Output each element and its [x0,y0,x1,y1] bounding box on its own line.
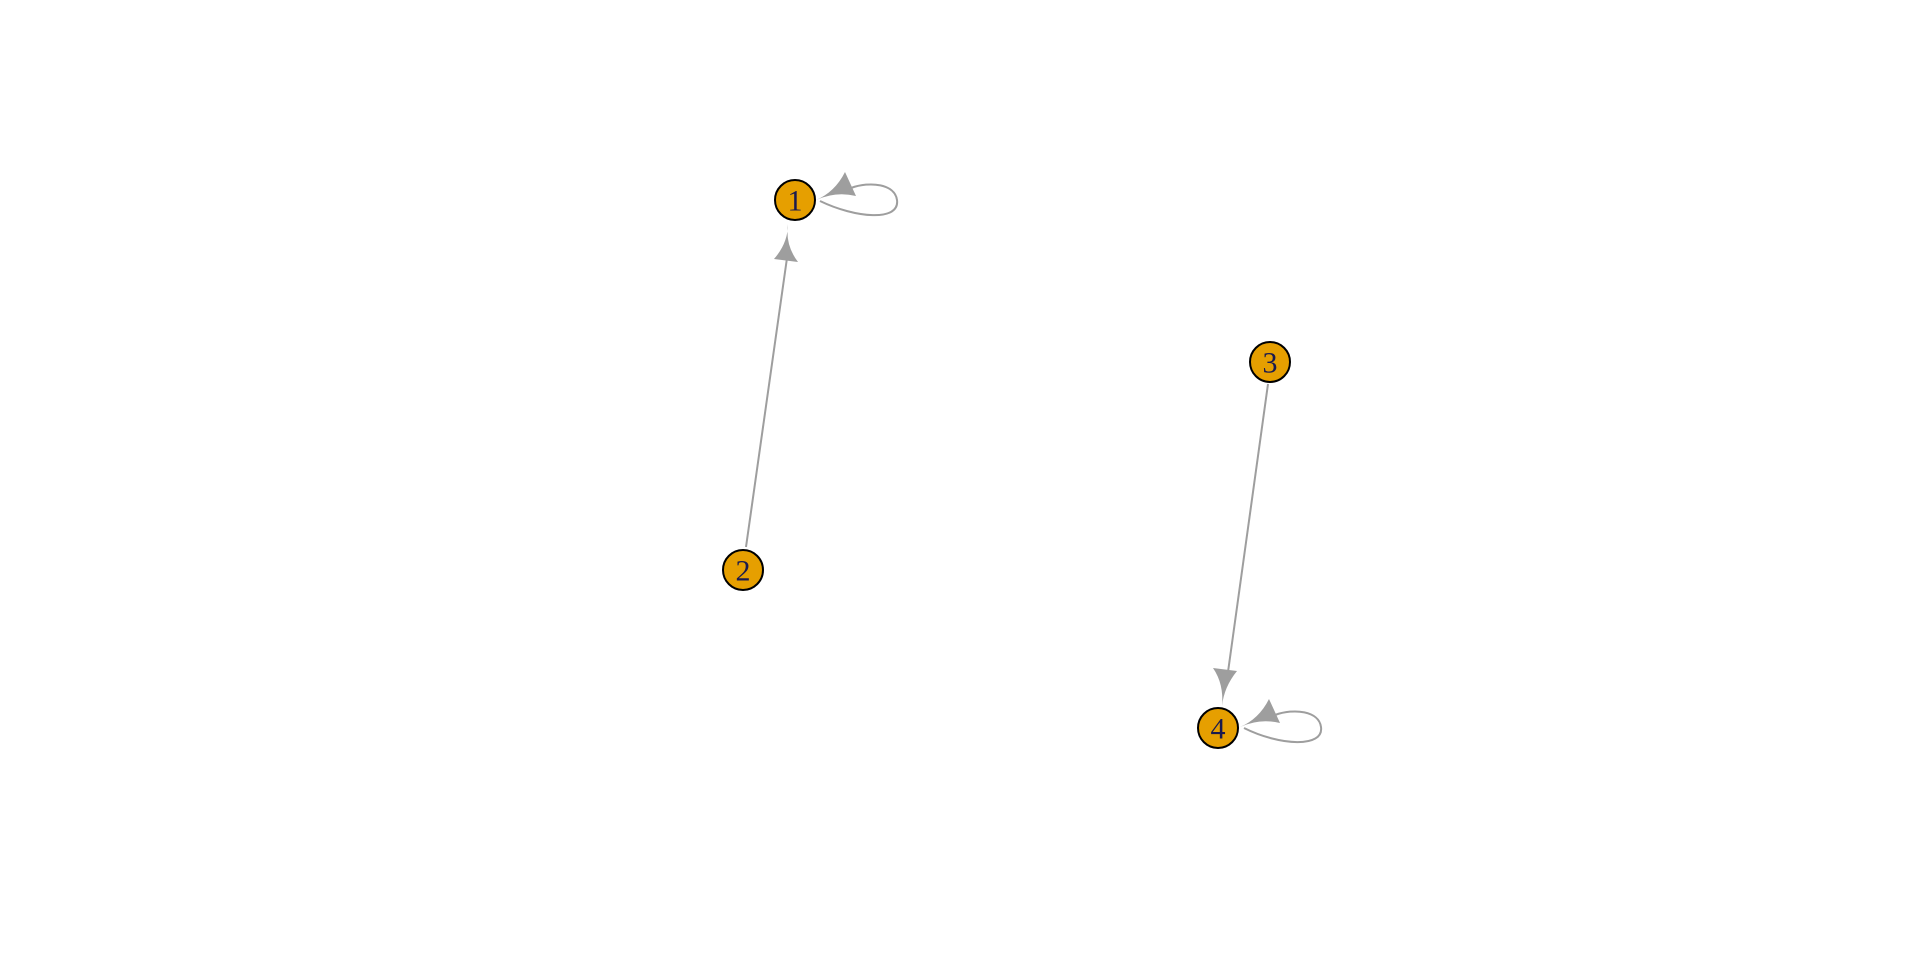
edge-1-to-1 [816,172,899,217]
node-2-circle [722,549,764,591]
edge-3-to-4 [1213,383,1269,706]
edge-3-to-4-line [1227,383,1269,673]
edge-4-to-4 [1240,699,1323,744]
node-layer: 1 2 3 4 [722,179,1291,749]
node-2: 2 [722,549,764,591]
node-1-label: 1 [788,185,803,218]
edge-4-to-4-loop [1243,710,1323,744]
edge-2-to-1-arrowhead [774,224,798,262]
node-3-circle [1249,341,1291,383]
edge-2-to-1 [745,224,798,548]
edge-3-to-4-arrowhead [1213,668,1237,706]
node-4-label: 4 [1211,713,1226,746]
edge-2-to-1-line [745,257,788,548]
node-3: 3 [1249,341,1291,383]
edge-4-to-4-arrowhead [1240,699,1280,727]
node-2-label: 2 [736,555,751,588]
node-3-label: 3 [1263,347,1278,380]
node-1-circle [774,179,816,221]
node-4: 4 [1197,707,1239,749]
edge-layer [745,172,1323,744]
node-1: 1 [774,179,816,221]
edge-1-to-1-loop [819,183,899,217]
edge-1-to-1-arrowhead [816,172,856,200]
node-4-circle [1197,707,1239,749]
